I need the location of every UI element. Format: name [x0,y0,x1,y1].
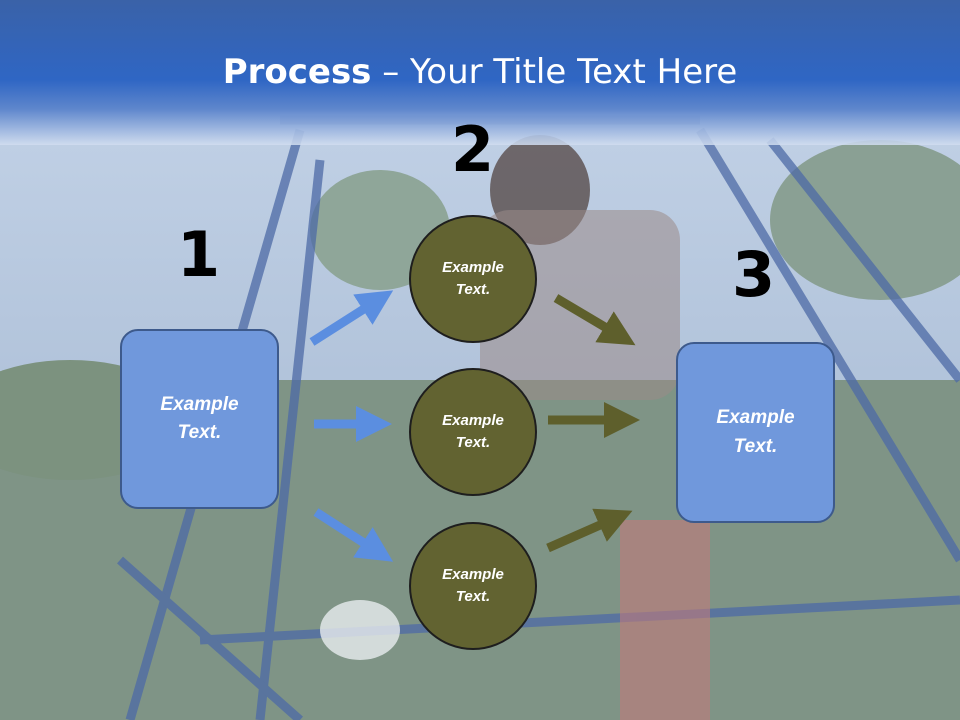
right-box-line1: Example [716,407,795,428]
left-box-line2: Text. [177,422,222,443]
step-number-2: 2 [451,113,495,186]
step-number-1: 1 [177,218,221,291]
circle-bottom-line1: Example [442,565,504,583]
left-box-line1: Example [160,393,239,415]
circle-middle-line1: Example [442,411,504,429]
circle-top-line1: Example [442,258,504,276]
circle-middle-line2: Text. [455,434,491,451]
circle-bottom-line2: Text. [455,588,491,605]
page-title: Process – Your Title Text Here [0,52,960,92]
arrow-blue-up [309,290,394,346]
title-rest: – Your Title Text Here [371,52,738,92]
arrow-blue-down [313,508,394,562]
title-bar [0,0,960,145]
arrow-olive-up [546,508,633,553]
title-bold: Process [222,52,372,92]
step-number-3: 3 [732,238,776,311]
circle-top-line2: Text. [455,281,491,298]
arrow-olive-down [553,294,636,346]
right-box-line2: Text. [733,435,778,457]
